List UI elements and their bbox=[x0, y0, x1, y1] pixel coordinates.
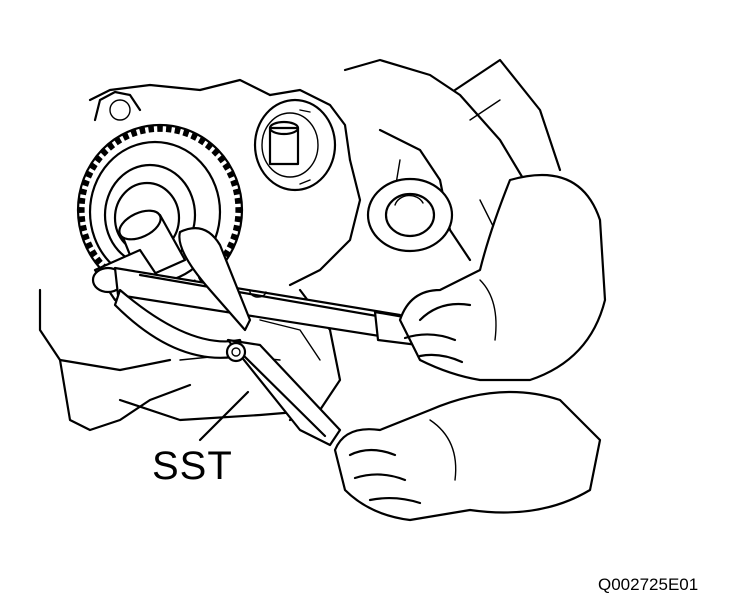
gear-tooth bbox=[211, 147, 220, 157]
gear-tooth bbox=[130, 128, 138, 138]
gear-tooth bbox=[78, 197, 86, 204]
gear-tooth bbox=[147, 125, 155, 133]
gear-tooth bbox=[106, 141, 116, 151]
lower-hand bbox=[333, 390, 602, 522]
gear-tooth bbox=[138, 126, 146, 135]
upper-hand bbox=[398, 173, 607, 382]
gear-tooth bbox=[222, 249, 231, 258]
gear-tooth bbox=[232, 188, 241, 196]
gear-tooth bbox=[234, 197, 242, 204]
gear-tooth bbox=[234, 216, 242, 223]
gear-tooth bbox=[157, 125, 163, 132]
gear-tooth bbox=[230, 233, 239, 241]
gear-tooth bbox=[190, 132, 199, 141]
gear-tooth bbox=[79, 224, 88, 232]
gear-tooth bbox=[197, 136, 207, 146]
gear-tooth bbox=[84, 170, 94, 179]
sst-label: SST bbox=[152, 444, 233, 488]
gear-tooth bbox=[78, 207, 85, 213]
gear-tooth bbox=[81, 233, 90, 241]
sst-holder bbox=[113, 227, 342, 447]
upper-boss bbox=[253, 98, 337, 192]
gear-tooth bbox=[78, 216, 86, 223]
gear-tooth bbox=[226, 241, 236, 250]
gear-tooth bbox=[226, 170, 236, 179]
gear-tooth bbox=[89, 162, 98, 171]
gear-tooth bbox=[100, 147, 109, 157]
gear-tooth bbox=[174, 126, 182, 135]
gear-tooth bbox=[235, 207, 242, 213]
gear-tooth bbox=[217, 154, 226, 164]
gear-tooth bbox=[113, 136, 123, 146]
sst-leader-line bbox=[198, 390, 250, 442]
gear-tooth bbox=[232, 224, 241, 232]
gear-tooth bbox=[182, 128, 190, 138]
gear-tooth bbox=[230, 179, 239, 187]
gear-tooth bbox=[94, 154, 103, 164]
gear-tooth bbox=[84, 241, 94, 250]
right-bore bbox=[366, 177, 454, 253]
gear-tooth bbox=[121, 132, 130, 141]
gear-tooth bbox=[204, 141, 214, 151]
gear-tooth bbox=[222, 162, 231, 171]
gear-tooth bbox=[165, 125, 173, 133]
gear-tooth bbox=[81, 179, 90, 187]
gear-tooth bbox=[89, 249, 98, 258]
figure-code: Q002725E01 bbox=[598, 575, 699, 594]
gear-tooth bbox=[94, 256, 103, 266]
gear-tooth bbox=[79, 188, 88, 196]
